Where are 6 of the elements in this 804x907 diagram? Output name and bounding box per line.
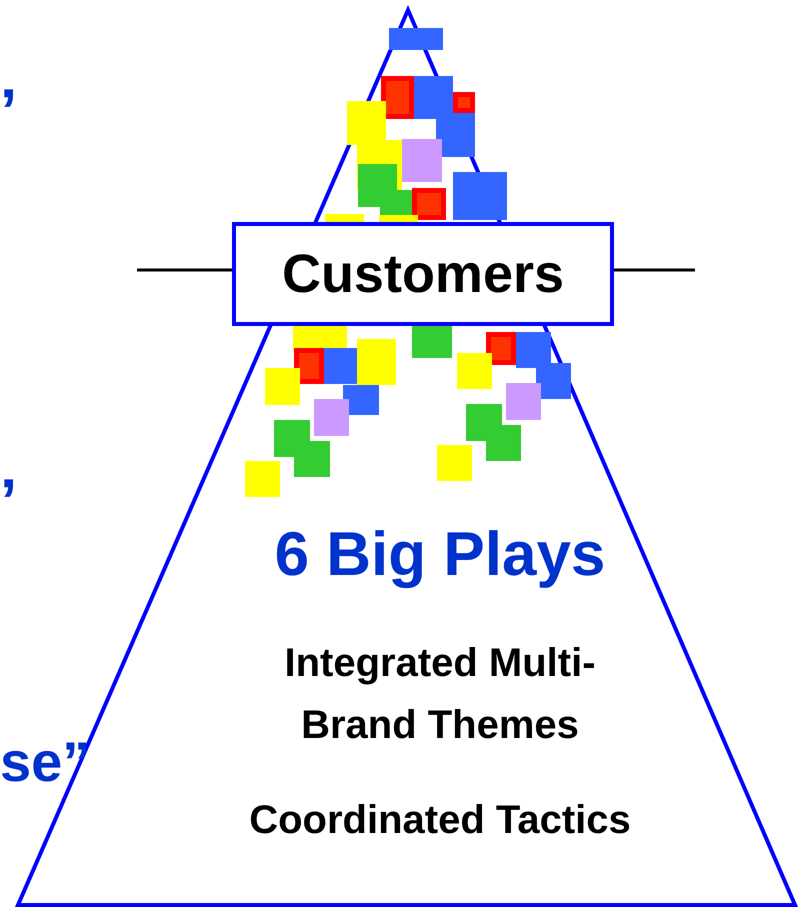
quote-fragment: ’ bbox=[0, 466, 18, 538]
quote-fragment: ’ bbox=[0, 76, 18, 148]
pyramid-heading: 6 Big Plays bbox=[274, 519, 606, 591]
pyramid-text: Integrated Multi- Brand Themes bbox=[283, 640, 597, 749]
box-label: Customers bbox=[282, 247, 564, 301]
pyramid-text: Coordinated Tactics bbox=[248, 797, 632, 844]
